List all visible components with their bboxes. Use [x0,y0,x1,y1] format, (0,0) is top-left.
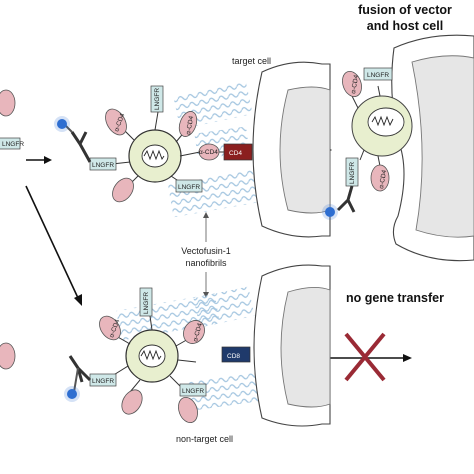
lngfr-fusion-mid: LNGFR [345,149,365,187]
alpha-cd4-fusion-2-label: α-CD4 [378,169,388,189]
vector-particle-top [111,111,201,187]
target-cell-label: target cell [232,56,271,66]
header-line1: fusion of vector [358,3,452,17]
alpha-cd4-top-2-label: α-CD4 [185,115,195,135]
alpha-cd4-bottom-2-label: α-CD4 [192,322,204,342]
alpha-cd4-top-3-label: α-CD4 [199,149,218,156]
lngfr-top-right-label: LNGFR [178,184,200,191]
lngfr-top-upper: LNGFR [150,85,164,113]
alpha-cd4-bottom-4 [178,397,198,423]
lngfr-bottom-upper-label: LNGFR [143,292,150,314]
left-cropped-vector: LNGFR [0,89,24,370]
nanofibrils-line2: nanofibrils [185,258,227,268]
antibody-fusion [322,185,356,220]
alpha-cd4-top-3: α-CD4 [198,143,220,161]
lngfr-bottom-right: LNGFR [179,383,207,397]
nanofibrils-bottom [116,286,260,411]
alpha-cd4-bottom-2: α-CD4 [183,320,205,344]
alpha-cd4-bottom-1: α-CD4 [99,315,121,341]
lngfr-top-left: LNGFR [89,157,117,171]
antibody-bottom-left [64,355,92,402]
header-line2: and host cell [367,19,443,33]
alpha-cd4-bottom-3 [121,389,143,415]
lngfr-fusion-mid-label: LNGFR [349,162,356,184]
lngfr-bottom-upper: LNGFR [139,287,153,317]
lngfr-fusion-top: LNGFR [363,67,393,97]
cd8-label: CD8 [227,353,240,360]
arrow-to-nontarget [25,185,82,306]
non-target-cell [253,264,331,427]
target-cell [252,61,331,238]
alpha-cd4-top-1: α-CD4 [105,108,127,136]
fused-cell [351,34,474,262]
arrow-nanofibrils-up [203,212,209,242]
left-lngfr-label: LNGFR [2,141,24,148]
alpha-cd4-top-2: α-CD4 [178,111,198,137]
lngfr-bottom-right-label: LNGFR [182,388,204,395]
alpha-cd4-fusion-1-label: α-CD4 [350,74,360,94]
cd4-label: CD4 [229,150,242,157]
non-target-cell-label: non-target cell [176,434,233,444]
vector-particle-bottom [111,315,197,393]
lngfr-top-upper-label: LNGFR [154,88,161,110]
arrow-to-target [26,156,52,164]
alpha-cd4-fusion-1: α-CD4 [342,71,362,109]
arrow-nanofibrils-down [203,272,209,298]
no-gene-transfer-label: no gene transfer [346,291,444,305]
lngfr-top-right: LNGFR [175,179,203,193]
lngfr-fusion-top-label: LNGFR [367,72,389,79]
cd8-receptor: CD8 [221,346,251,363]
no-transfer-cross-icon [344,332,386,382]
antibody-top-left [54,116,92,163]
nanofibrils-line1: Vectofusin-1 [181,246,231,256]
alpha-cd4-top-4 [112,177,134,203]
lngfr-bottom-left-label: LNGFR [92,378,114,385]
lngfr-bottom-left: LNGFR [89,373,117,387]
lngfr-top-left-label: LNGFR [92,162,114,169]
alpha-cd4-fusion-2: α-CD4 [370,155,390,192]
